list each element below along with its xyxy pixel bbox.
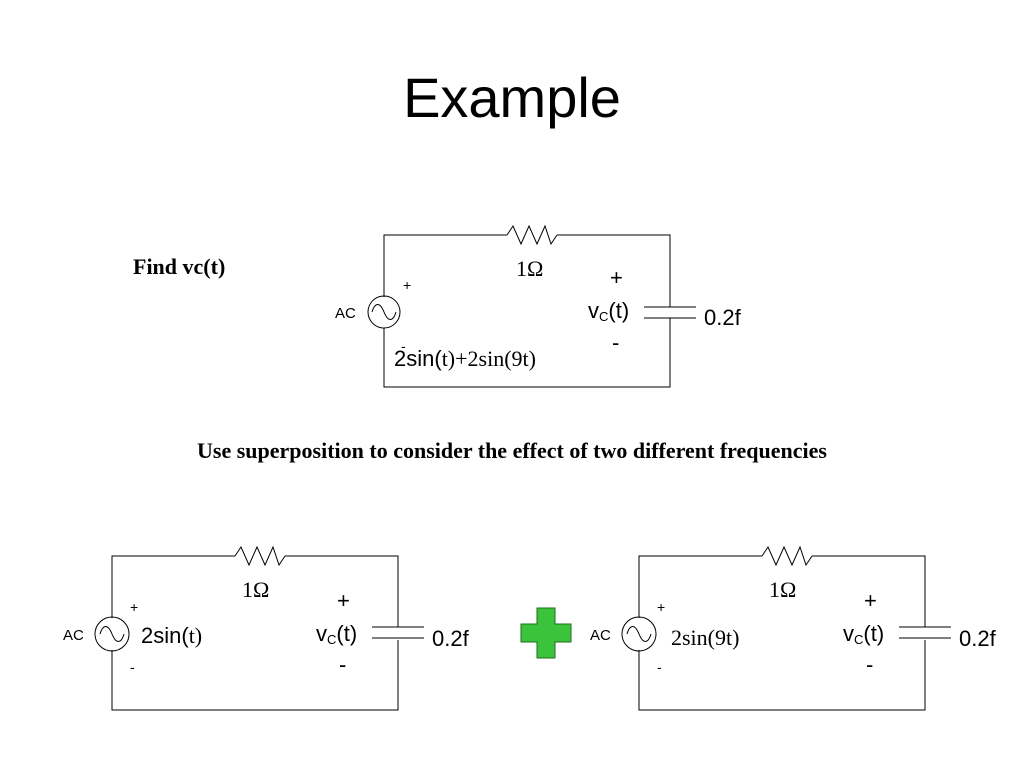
wire <box>638 640 926 711</box>
source-plus-label: + <box>403 277 411 293</box>
vc-plus-label: + <box>337 588 350 613</box>
source-expression: 2sin(9t) <box>671 625 739 650</box>
source-minus-label: - <box>401 338 406 354</box>
wire <box>812 555 926 627</box>
ac-source-icon <box>94 616 130 652</box>
problem-statement: Find vc(t) <box>133 254 226 279</box>
source-minus-label: - <box>657 659 662 675</box>
source-type-label: AC <box>335 305 356 322</box>
circuit-original <box>367 224 696 388</box>
resistor-icon <box>761 545 813 567</box>
resistor-icon <box>506 224 558 246</box>
resistor-label: 1Ω <box>769 577 796 602</box>
vc-label: vC(t) <box>843 621 884 647</box>
vc-minus-label: - <box>612 330 619 355</box>
circuit-component-1 <box>94 545 424 711</box>
ac-source-icon <box>367 295 401 329</box>
wire <box>557 234 671 307</box>
resistor-label: 1Ω <box>242 577 269 602</box>
resistor-icon <box>234 545 286 567</box>
wire <box>285 555 399 627</box>
circuit-component-1-labels: 1Ω AC + - 2sin(t) + vC(t) - 0.2f <box>63 577 470 677</box>
wire <box>383 318 671 388</box>
resistor-label: 1Ω <box>516 256 543 281</box>
instruction-text: Use superposition to consider the effect… <box>197 438 827 463</box>
source-expression: 2sin(t)+2sin(9t) <box>394 346 536 371</box>
vc-label: vC(t) <box>316 621 357 647</box>
vc-label: vC(t) <box>588 298 629 324</box>
source-plus-label: + <box>130 599 138 615</box>
source-minus-label: - <box>130 659 135 675</box>
circuit-component-2-labels: 1Ω AC + - 2sin(9t) + vC(t) - 0.2f <box>590 577 997 677</box>
capacitor-label: 0.2f <box>432 626 470 651</box>
wire <box>111 640 399 711</box>
wire <box>383 234 507 297</box>
capacitor-label: 0.2f <box>704 305 742 330</box>
circuit-component-2 <box>621 545 951 711</box>
circuit-original-labels: 1Ω AC + - 2sin(t)+2sin(9t) + vC(t) - 0.2… <box>335 256 742 371</box>
capacitor-label: 0.2f <box>959 626 997 651</box>
vc-plus-label: + <box>864 588 877 613</box>
sine-icon <box>371 304 397 320</box>
vc-minus-label: - <box>339 652 346 677</box>
wire <box>638 555 762 618</box>
sine-icon <box>626 626 652 642</box>
source-plus-label: + <box>657 599 665 615</box>
source-type-label: AC <box>63 627 84 644</box>
source-type-label: AC <box>590 627 611 644</box>
plus-icon <box>520 607 572 659</box>
wire <box>111 555 235 618</box>
vc-minus-label: - <box>866 652 873 677</box>
vc-plus-label: + <box>610 265 623 290</box>
source-expression: 2sin(t) <box>141 623 202 648</box>
sine-icon <box>99 626 125 642</box>
slide-title: Example <box>403 66 621 129</box>
ac-source-icon <box>621 616 657 652</box>
